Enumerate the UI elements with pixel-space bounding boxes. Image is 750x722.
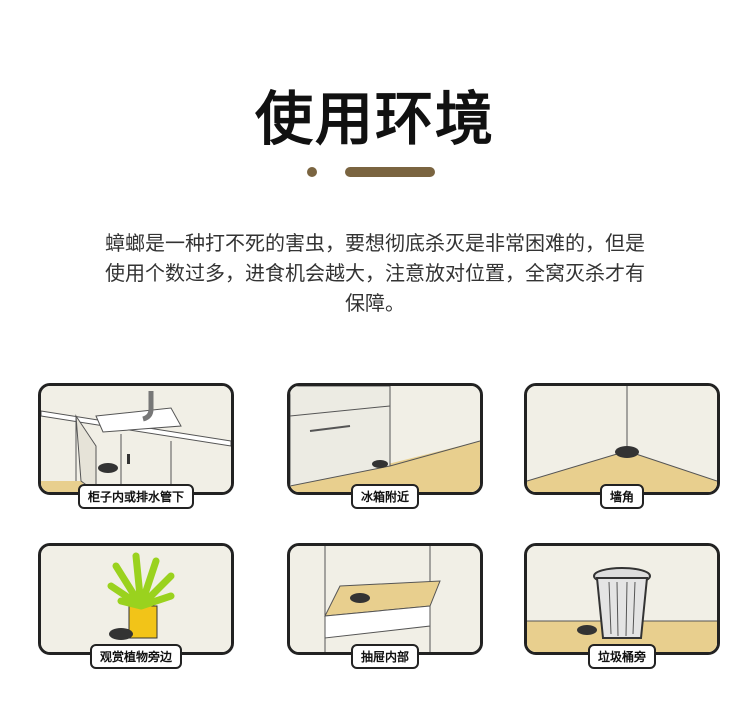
scene-plant: 观赏植物旁边 bbox=[38, 543, 234, 669]
description-line: 保障。 bbox=[345, 291, 405, 315]
scene-corner: 墙角 bbox=[524, 383, 720, 509]
divider-bar bbox=[345, 167, 435, 177]
description: 蟑螂是一种打不死的害虫，要想彻底杀灭是非常困难的，但是 使用个数过多，进食机会越… bbox=[50, 228, 700, 318]
cabinet-illustration bbox=[41, 386, 231, 492]
description-line: 使用个数过多，进食机会越大，注意放对位置，全窝灭杀才有 bbox=[105, 261, 645, 285]
fridge-illustration bbox=[290, 386, 480, 492]
scene-cabinet: 柜子内或排水管下 bbox=[38, 383, 234, 509]
divider-dot bbox=[307, 167, 317, 177]
scene-drawer: 抽屉内部 bbox=[287, 543, 483, 669]
scene-trashcan: 垃圾桶旁 bbox=[524, 543, 720, 669]
drawer-illustration bbox=[290, 546, 480, 652]
plant-illustration bbox=[41, 546, 231, 652]
page-title: 使用环境 bbox=[254, 85, 495, 153]
scene-label: 墙角 bbox=[599, 484, 645, 509]
scene-label: 柜子内或排水管下 bbox=[77, 484, 195, 509]
scene-label: 垃圾桶旁 bbox=[587, 644, 657, 669]
scene-label: 冰箱附近 bbox=[350, 484, 420, 509]
scene-label: 抽屉内部 bbox=[350, 644, 420, 669]
corner-illustration bbox=[527, 386, 717, 492]
description-line: 蟑螂是一种打不死的害虫，要想彻底杀灭是非常困难的，但是 bbox=[105, 231, 645, 255]
scene-label: 观赏植物旁边 bbox=[89, 644, 183, 669]
scene-fridge: 冰箱附近 bbox=[287, 383, 483, 509]
trashcan-illustration bbox=[527, 546, 717, 652]
